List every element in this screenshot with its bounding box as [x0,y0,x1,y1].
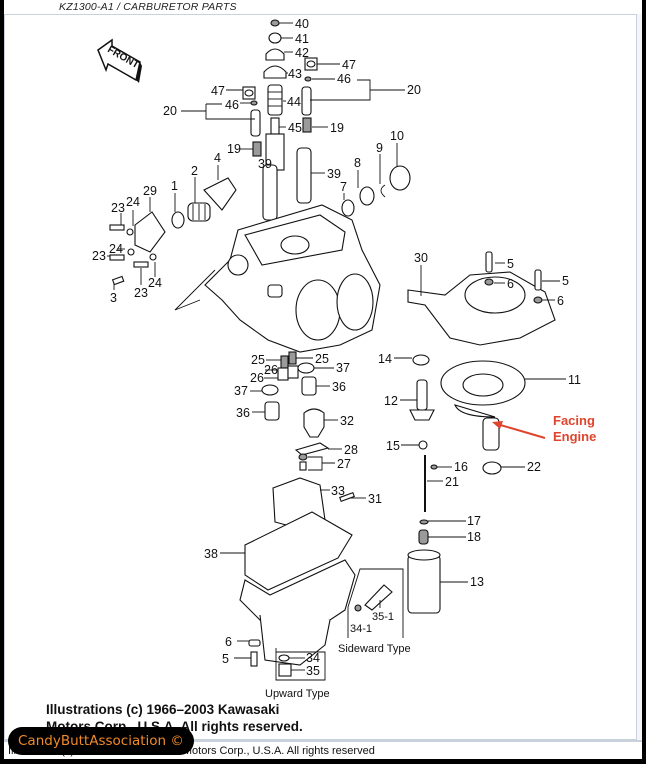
part-label: 21 [445,475,459,489]
part-label: 44 [287,95,301,109]
part-label: 2 [191,164,198,178]
part-label: 36 [332,380,346,394]
part-label: 18 [467,530,481,544]
part-label: 45 [288,121,302,135]
jet-parts [261,351,330,471]
part-label: 47 [211,84,225,98]
annotation-line2: Engine [553,429,596,444]
float-bowl-parts [239,477,356,667]
drain-screw-variants [275,568,404,681]
part-label: 36 [236,406,250,420]
carburetor-body [174,204,381,353]
part-label: 15 [386,439,400,453]
part-label: 5 [222,652,229,666]
front-arrow-icon: FRONT [97,38,142,83]
part-label: 33 [331,484,345,498]
part-label: 20 [163,104,177,118]
part-label: 25 [251,353,265,367]
watermark-badge: CandyButtAssociation © [8,727,194,755]
leader-lines [107,22,566,671]
part-label: 24 [148,276,162,290]
part-label: 46 [225,98,239,112]
part-label: 38 [204,547,218,561]
part-label: 46 [337,72,351,86]
part-label: 6 [225,635,232,649]
part-label: 31 [368,492,382,506]
part-label: 6 [557,294,564,308]
part-label: 13 [470,575,484,589]
part-label: 17 [467,514,481,528]
part-label: 47 [342,58,356,72]
part-label: 34-1 [350,623,372,635]
part-label: 24 [109,242,123,256]
facing-engine-annotation: Facing Engine [492,413,596,444]
part-label: 23 [134,286,148,300]
part-label: 41 [295,32,309,46]
part-label: 9 [376,141,383,155]
part-label: 39 [327,167,341,181]
part-label: 39 [258,157,272,171]
left-cover-parts [109,177,237,286]
upward-type-label: Upward Type [265,688,330,700]
part-label: 28 [344,443,358,457]
part-label: 10 [390,129,404,143]
part-label: 26 [250,371,264,385]
right-ring-parts [341,165,411,217]
part-label: 27 [337,457,351,471]
top-stack-parts [242,19,318,221]
part-label: 19 [227,142,241,156]
part-label: 4 [214,151,221,165]
part-label: 3 [110,291,117,305]
part-label: 5 [507,257,514,271]
part-label: 35 [306,664,320,678]
part-label: 26 [264,363,278,377]
title-strip: KZ1300-A1 / CARBURETOR PARTS [4,0,642,14]
part-label: 7 [340,180,347,194]
part-label: 16 [454,460,468,474]
part-label: 25 [315,352,329,366]
part-label: 23 [92,249,106,263]
red-arrow-icon [492,421,503,429]
part-label: 12 [384,394,398,408]
part-label: 37 [336,361,350,375]
part-label: 29 [143,184,157,198]
page-title: KZ1300-A1 / CARBURETOR PARTS [59,1,237,13]
part-number-labels: 40 41 42 43 47 46 20 47 46 44 20 45 19 1… [92,17,581,700]
part-label: 5 [562,274,569,288]
sideward-type-label: Sideward Type [338,643,411,655]
top-cover-assembly [407,251,556,475]
part-label: 40 [295,17,309,31]
part-label: 6 [507,277,514,291]
panel-scroll-edge [637,14,642,743]
copyright-line-1: Illustrations (c) 1966–2003 Kawasaki [46,702,280,717]
part-label: 32 [340,414,354,428]
part-label: 11 [568,373,581,387]
part-label: 22 [527,460,541,474]
part-label: 37 [234,384,248,398]
part-label: 23 [111,201,125,215]
needle-column-parts [407,354,441,614]
part-label: 14 [378,352,392,366]
part-label: 19 [330,121,344,135]
part-label: 30 [414,251,428,265]
part-label: 1 [171,179,178,193]
part-label: 42 [295,46,309,60]
part-label: 34 [306,651,320,665]
part-label: 35-1 [372,611,394,623]
annotation-line1: Facing [553,413,595,428]
part-label: 20 [407,83,421,97]
part-label: 8 [354,156,361,170]
part-label: 43 [288,67,302,81]
part-label: 24 [126,195,140,209]
